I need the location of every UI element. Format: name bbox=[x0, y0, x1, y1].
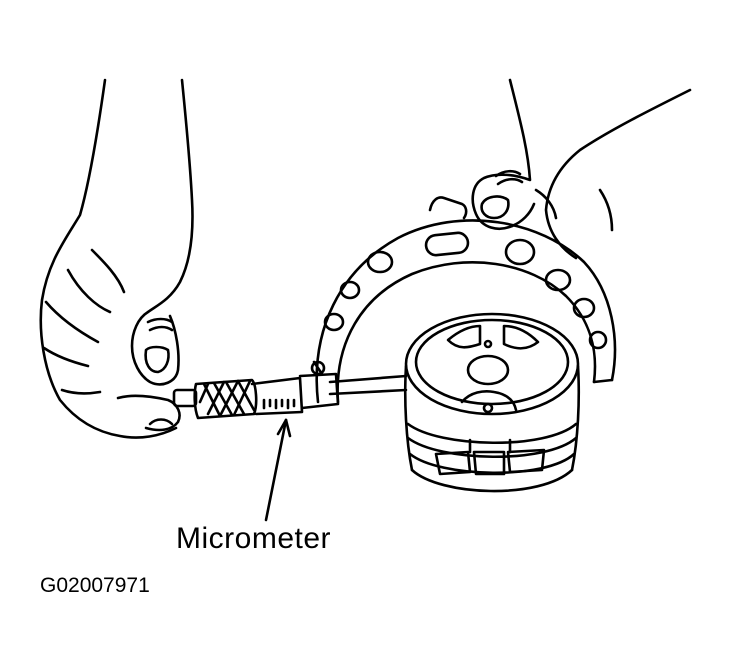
piston bbox=[403, 312, 581, 493]
micrometer-frame bbox=[315, 196, 617, 404]
callout-arrow bbox=[264, 418, 292, 522]
left-hand bbox=[39, 78, 194, 439]
micrometer-callout-label: Micrometer bbox=[176, 522, 332, 555]
right-hand bbox=[471, 78, 692, 260]
figure-code: G02007971 bbox=[40, 574, 150, 597]
micrometer-barrel bbox=[172, 360, 340, 420]
